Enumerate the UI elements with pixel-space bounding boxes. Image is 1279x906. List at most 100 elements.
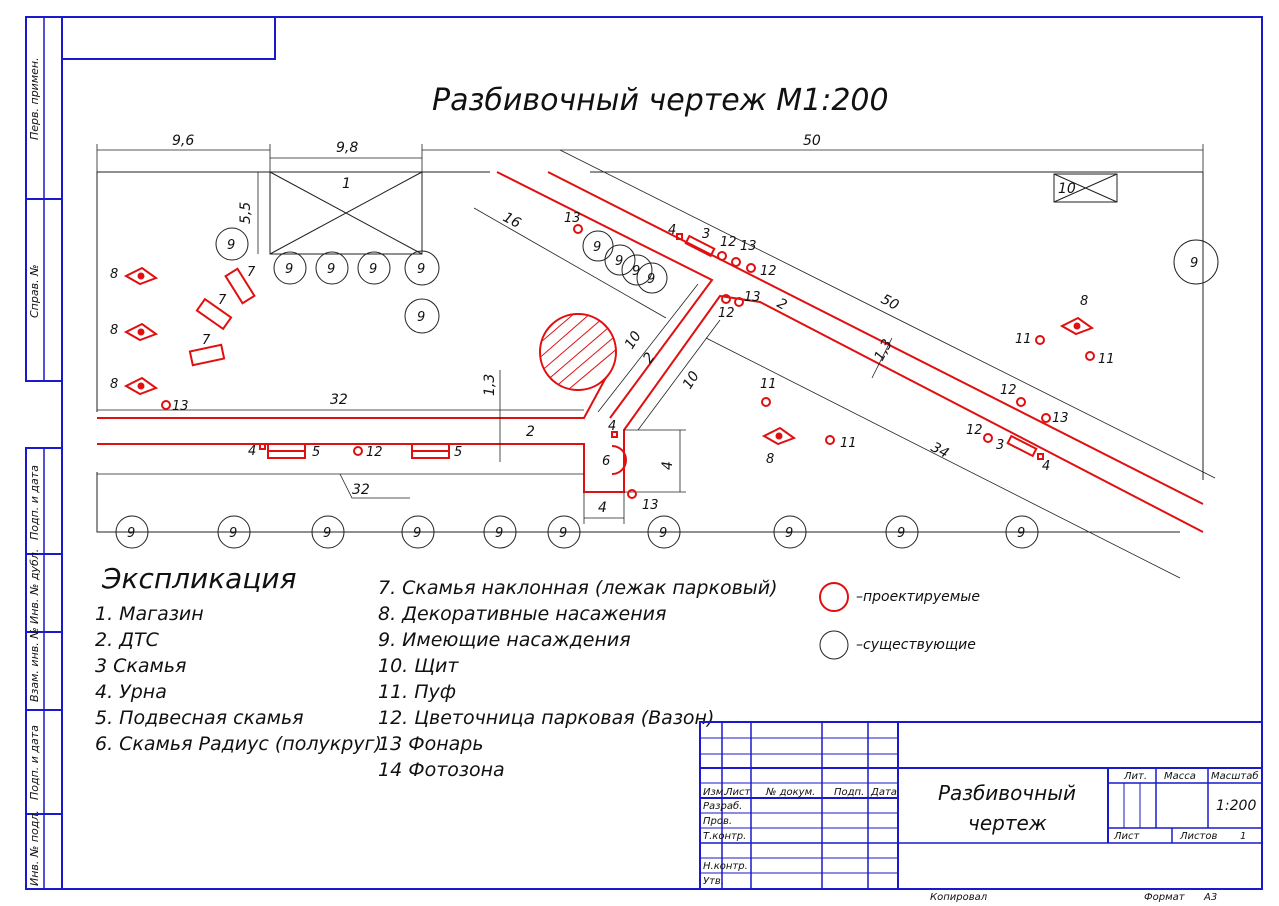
svg-text:9: 9 xyxy=(1190,256,1198,271)
legend-existing-swatch xyxy=(819,630,849,660)
svg-text:9: 9 xyxy=(632,264,640,279)
lamp: 13 xyxy=(1041,411,1069,426)
svg-text:5: 5 xyxy=(312,445,320,460)
stamp-row-label: Утв. xyxy=(703,876,724,887)
stamp-col-header: Дата xyxy=(870,787,897,798)
bench: 3 xyxy=(996,434,1038,458)
planting: 8 xyxy=(110,266,159,286)
legend-heading: Экспликация xyxy=(101,562,296,595)
inclined-bench: 7 xyxy=(224,265,256,305)
svg-text:12: 12 xyxy=(760,264,777,279)
tree: 9 xyxy=(647,515,681,549)
tree: 9 xyxy=(483,515,517,549)
planter: 12 xyxy=(746,263,777,279)
stamp-mass-label: Масса xyxy=(1164,771,1196,782)
dimension-label: 10 xyxy=(622,328,645,352)
shop-building: 1 5,5 xyxy=(238,171,423,255)
tree: 9 xyxy=(1173,239,1219,285)
hanging-benches: 5 5 xyxy=(267,443,462,460)
inclined-benches: 7 7 7 xyxy=(188,265,256,367)
title-block: Изм. Лист № докум. Подп. Дата Разраб. Пр… xyxy=(699,721,1263,903)
planting: 8 xyxy=(1059,294,1095,336)
svg-text:7: 7 xyxy=(218,293,227,308)
dimension-label: 32 xyxy=(352,482,370,498)
top-dimensions: 9,6 9,8 50 xyxy=(96,133,1204,172)
billboard-shield: 10 xyxy=(1053,173,1118,203)
lamp: 13 xyxy=(627,489,659,513)
photozone-area xyxy=(539,313,617,391)
shop-number: 1 xyxy=(342,176,351,192)
planter: 12 xyxy=(718,294,735,321)
svg-text:7: 7 xyxy=(247,265,256,280)
tree: 9 xyxy=(636,262,668,294)
tree: 9 xyxy=(357,251,391,285)
svg-text:3: 3 xyxy=(702,227,710,242)
svg-text:3: 3 xyxy=(996,438,1004,453)
sheet-frame xyxy=(25,16,1263,890)
svg-text:9: 9 xyxy=(323,526,331,541)
svg-text:9: 9 xyxy=(1017,526,1025,541)
path-number: 2 xyxy=(526,424,535,440)
svg-text:13: 13 xyxy=(740,239,757,254)
dimension-label: 1,3 xyxy=(482,374,498,396)
svg-text:9: 9 xyxy=(897,526,905,541)
stamp-scale-value: 1:200 xyxy=(1216,798,1256,814)
stamp-col-header: № докум. xyxy=(765,787,815,798)
svg-text:12: 12 xyxy=(366,445,383,460)
dimension-label: 10 xyxy=(680,368,703,392)
stamp-col-header: Подп. xyxy=(834,787,864,798)
planting: 8 xyxy=(110,376,159,396)
stamp-row-label: Разраб. xyxy=(703,800,742,812)
svg-text:9: 9 xyxy=(593,240,601,255)
stamp-scale-label: Масштаб xyxy=(1211,770,1259,782)
svg-text:4: 4 xyxy=(1042,459,1050,474)
inclined-bench: 7 xyxy=(188,333,226,367)
svg-text:9: 9 xyxy=(615,254,623,269)
svg-text:11: 11 xyxy=(760,377,777,392)
svg-text:8: 8 xyxy=(110,323,118,338)
svg-text:8: 8 xyxy=(766,452,774,467)
side-labels: Перв. примен. Справ. № Подп. и дата Инв.… xyxy=(28,57,41,886)
tree: 9 xyxy=(115,515,149,549)
side-label: Подп. и дата xyxy=(28,725,41,800)
tree: 9 xyxy=(404,298,440,334)
svg-text:9: 9 xyxy=(417,310,425,325)
side-label: Взам. инв. № xyxy=(28,627,41,702)
legend-item: 11. Пуф xyxy=(378,681,456,703)
lamps: 13 13 13 13 13 13 xyxy=(161,211,1069,513)
hanging-bench: 5 xyxy=(267,443,320,460)
tree: 9 xyxy=(773,515,807,549)
stamp-sheets-label: Листов xyxy=(1179,831,1217,842)
legend-item: 12. Цветочница парковая (Вазон) xyxy=(378,707,714,729)
legend-item: 2. ДТС xyxy=(95,629,160,651)
legend-item: 14 Фотозона xyxy=(378,759,505,781)
tree: 9 xyxy=(885,515,919,549)
hanging-bench: 5 xyxy=(411,443,462,460)
legend-item: 7. Скамья наклонная (лежак парковый) xyxy=(378,577,778,599)
legend-item: 13 Фонарь xyxy=(378,733,484,755)
tree: 9 xyxy=(621,254,653,286)
stamp-sheet-label: Лист xyxy=(1113,831,1141,842)
decorative-plantings: 8 8 8 8 8 xyxy=(110,266,1095,467)
tree: 9 xyxy=(215,227,249,261)
tree: 9 xyxy=(604,244,636,276)
legend-item: 10. Щит xyxy=(378,655,459,677)
urn: 4 xyxy=(1037,453,1050,474)
legend-item: 5. Подвесная скамья xyxy=(95,707,304,729)
stamp-sheets-value: 1 xyxy=(1240,831,1246,842)
legend-item: 6. Скамья Радиус (полукруг) xyxy=(95,733,382,755)
stamp-format-label: Формат xyxy=(1144,892,1186,903)
tree: 9 xyxy=(547,515,581,549)
svg-text:13: 13 xyxy=(172,399,189,414)
svg-text:9: 9 xyxy=(659,526,667,541)
side-label: Перв. примен. xyxy=(28,57,41,140)
pouf: 11 xyxy=(760,377,777,407)
poufs: 11 11 11 11 xyxy=(760,332,1115,451)
svg-text:7: 7 xyxy=(202,333,211,348)
pouf: 11 xyxy=(825,435,857,451)
legend-item: 4. Урна xyxy=(95,681,167,703)
stamp-document-name: чертеж xyxy=(968,811,1047,835)
urns: 4 4 4 4 xyxy=(248,223,1050,474)
stamp-row-label: Пров. xyxy=(703,816,732,827)
lamp: 13 xyxy=(564,211,583,234)
